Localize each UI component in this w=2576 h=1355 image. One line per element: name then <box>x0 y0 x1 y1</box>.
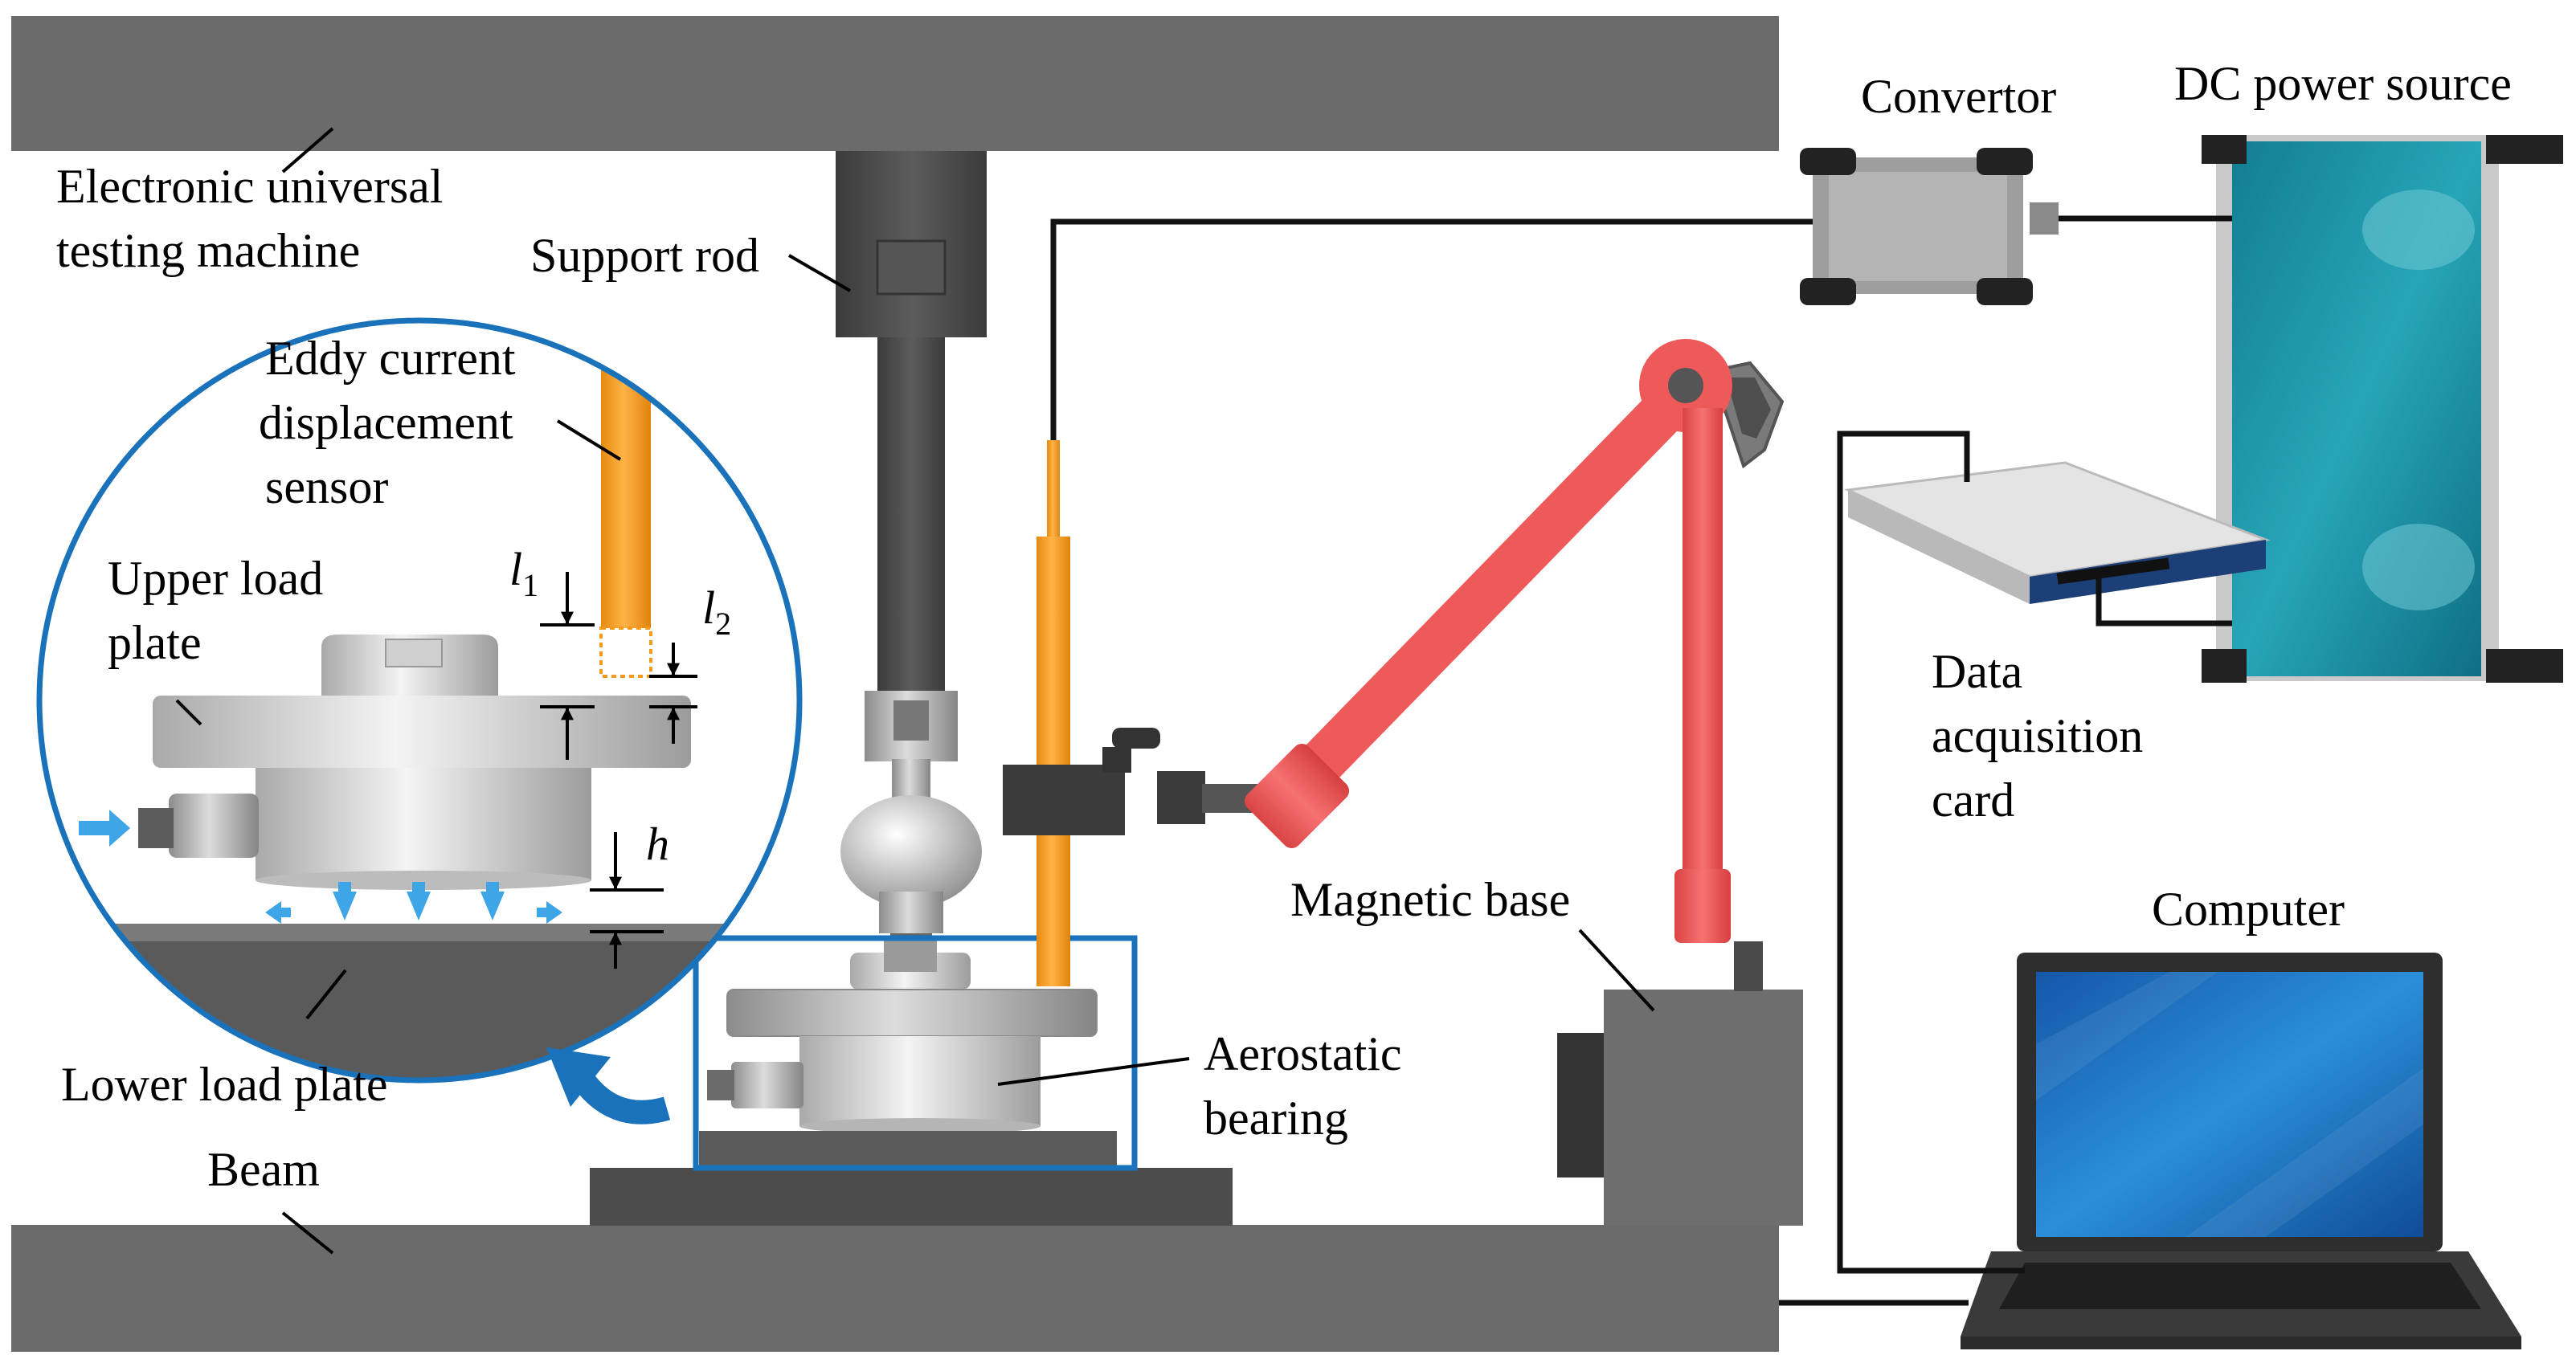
dimension-lines <box>540 572 697 969</box>
support-rod <box>836 151 987 954</box>
label-testing-machine-line1: Electronic universal <box>56 160 443 213</box>
symbol-l1: l1 <box>509 543 538 603</box>
labels: Electronic universal testing machine Sup… <box>56 57 2512 1196</box>
dc-power-source <box>2202 135 2563 683</box>
label-upper-plate-line1: Upper load <box>108 552 323 605</box>
label-daq-line2: acquisition <box>1932 709 2143 762</box>
label-testing-machine-line2: testing machine <box>56 224 360 277</box>
label-eddy-line2: displacement <box>259 396 513 449</box>
sensor-to-convertor-cable <box>1050 218 1813 233</box>
leader-lines <box>175 127 1655 1255</box>
symbol-l2: l2 <box>702 582 731 642</box>
air-outflow-arrow-icon <box>265 882 562 924</box>
label-lower-plate: Lower load plate <box>61 1058 388 1111</box>
label-upper-plate-line2: plate <box>108 616 202 669</box>
label-eddy-line1: Eddy current <box>265 332 516 385</box>
beam <box>11 1225 1779 1352</box>
machine-table <box>590 1168 1233 1226</box>
highlight-box <box>693 935 1138 1171</box>
label-daq-line1: Data <box>1932 645 2022 698</box>
aerostatic-bearing <box>707 940 1098 1134</box>
label-support-rod: Support rod <box>530 229 759 282</box>
label-eddy-line3: sensor <box>265 460 388 513</box>
lower-plate <box>699 1131 1117 1168</box>
air-inlet-arrow-icon <box>79 810 130 847</box>
cables <box>1050 215 2232 1306</box>
label-aerostatic-line2: bearing <box>1204 1092 1348 1145</box>
data-acquisition-card <box>1843 461 2271 604</box>
label-beam: Beam <box>207 1143 320 1196</box>
label-convertor: Convertor <box>1861 70 2056 123</box>
computer <box>1961 953 2521 1349</box>
card-to-computer-cable <box>1837 431 2025 1274</box>
magnetic-base <box>1557 941 1803 1226</box>
convertor <box>1800 148 2059 305</box>
symbol-h: h <box>646 818 669 870</box>
label-computer: Computer <box>2152 883 2345 936</box>
eddy-current-sensor <box>1037 233 1070 986</box>
label-magnetic-base: Magnetic base <box>1290 873 1570 926</box>
label-dc-power: DC power source <box>2174 57 2512 110</box>
label-daq-line3: card <box>1932 773 2014 826</box>
label-aerostatic-line1: Aerostatic <box>1204 1027 1402 1080</box>
card-to-power-cable <box>2096 573 2232 626</box>
articulated-arm <box>1003 339 1785 943</box>
machine-top-crosshead <box>11 16 1779 151</box>
curved-arrow-icon <box>546 1047 671 1124</box>
